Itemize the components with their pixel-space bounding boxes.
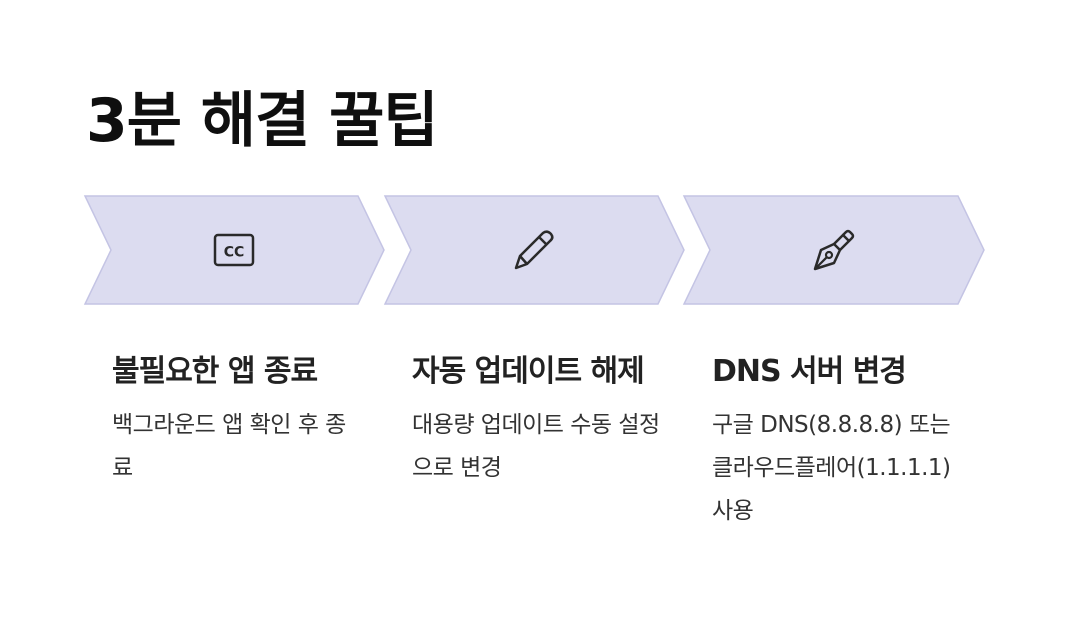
pen-nib-icon: [813, 229, 855, 271]
step-3-title: DNS 서버 변경: [712, 354, 907, 389]
step-2-description: 대용량 업데이트 수동 설정으로 변경: [412, 412, 660, 481]
step-1-description: 백그라운드 앱 확인 후 종료: [112, 412, 346, 481]
step-2-title: 자동 업데이트 해제: [412, 354, 645, 389]
page-title: 3분 해결 꿀팁: [86, 86, 439, 156]
svg-text:CC: CC: [224, 245, 245, 261]
step-1-title: 불필요한 앱 종료: [112, 354, 318, 389]
step-3-description: 구글 DNS(8.8.8.8) 또는 클라우드플레어(1.1.1.1) 사용: [712, 412, 951, 524]
pencil-icon: [514, 230, 554, 270]
closed-caption-icon: CC: [213, 233, 255, 267]
